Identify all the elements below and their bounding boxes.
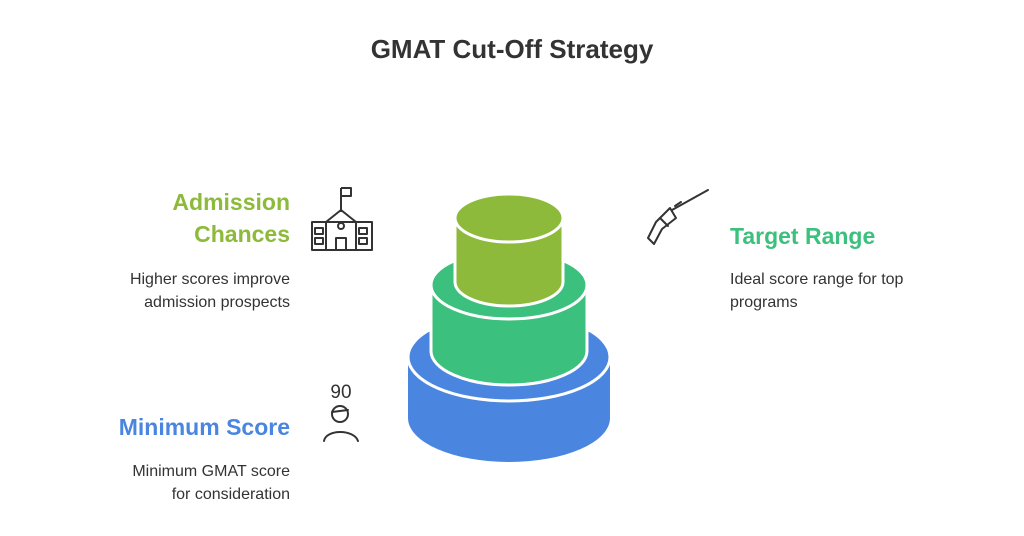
minimum-description-line-1: Minimum GMAT score [132,463,290,480]
school-building-icon [311,187,373,251]
target-description-line-1: Ideal score range for top [730,271,904,288]
student-score-value: 90 [330,382,351,403]
admission-description-line-1: Higher scores improve [129,271,290,288]
diagram-title: GMAT Cut-Off Strategy [370,34,654,64]
student-score-icon [323,405,359,442]
tier-top [453,192,565,308]
admission-heading: Admission Chances [90,186,290,250]
minimum-heading: Minimum Score [118,414,290,440]
admission-heading-line-1: Admission [172,189,290,215]
minimum-description: Minimum GMAT score for consideration [40,460,290,506]
rifle-icon [647,189,709,245]
target-description-line-2: programs [730,294,798,311]
admission-heading-line-2: Chances [194,221,290,247]
target-description: Ideal score range for top programs [730,268,990,314]
target-heading: Target Range [730,223,876,249]
minimum-description-line-2: for consideration [171,486,290,503]
admission-description-line-2: admission prospects [144,294,290,311]
admission-description: Higher scores improve admission prospect… [40,268,290,314]
